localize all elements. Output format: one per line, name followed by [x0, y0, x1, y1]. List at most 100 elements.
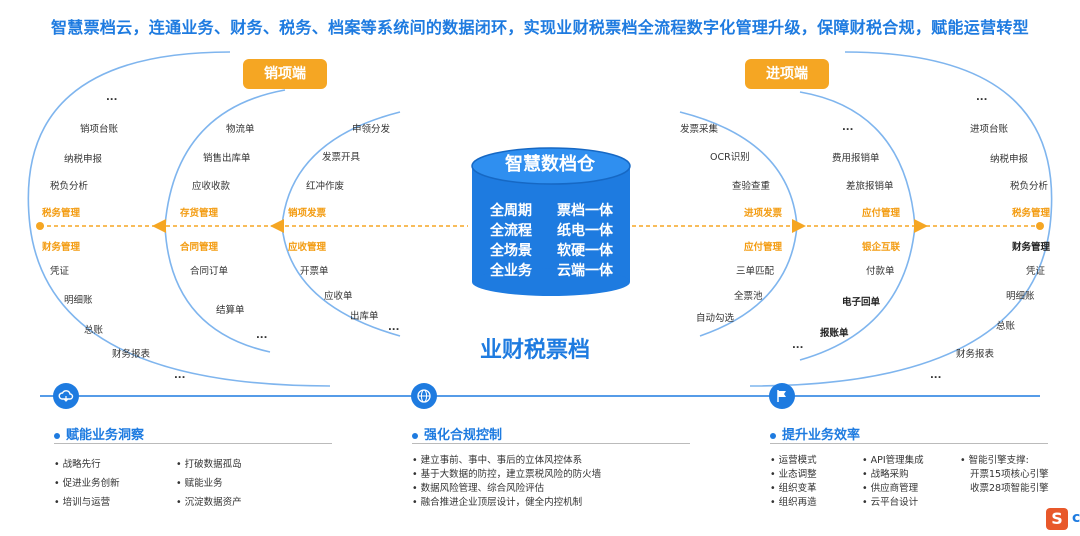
cylinder-title: 智慧数档仓	[505, 154, 595, 175]
section-2-item: 数据风险管理、综合风险评估	[412, 480, 545, 494]
flag-icon	[769, 383, 795, 409]
right-inner-lower-hl: 应付管理	[744, 242, 783, 253]
left-outer-item2: 总账	[84, 325, 104, 336]
left-inner-upper-hl: 销项发票	[288, 208, 327, 219]
left-outer-upper-hl: 税务管理	[42, 208, 81, 219]
sogou-logo: S	[1046, 508, 1068, 530]
left-inner-arc	[281, 111, 401, 337]
left-outer-item: 销项台账	[80, 124, 119, 135]
cyl-row-3-b: 软硬一体	[557, 243, 613, 259]
sales-side-tag: 销项端	[243, 59, 327, 89]
right-middle-item2: 报账单	[820, 328, 849, 339]
section-1-divider	[54, 443, 332, 444]
cyl-row-2-b: 纸电一体	[557, 223, 613, 239]
section-3-divider	[770, 443, 1048, 444]
cyl-row-2-a: 全流程	[490, 223, 532, 239]
section-2-title: 强化合规控制	[412, 424, 502, 443]
right-inner-item: OCR识别	[710, 152, 750, 163]
right-outer-item: 进项台账	[970, 124, 1009, 135]
left-inner-item2: 开票单	[300, 266, 329, 277]
right-middle-dots-bottom: ...	[792, 340, 804, 351]
right-inner-item: 发票采集	[680, 124, 719, 135]
right-outer-item: 纳税申报	[990, 154, 1029, 165]
left-middle-item2: 合同订单	[190, 266, 229, 277]
right-outer-dots-bottom: ...	[930, 370, 942, 381]
right-inner-item2: 三单匹配	[736, 266, 775, 277]
section-1-item: 打破数据孤岛	[176, 456, 242, 470]
right-middle-item2: 电子回单	[842, 297, 881, 308]
right-outer-arc	[749, 51, 1053, 387]
right-middle-item: 差旅报销单	[846, 181, 894, 192]
section-3-item: API管理集成	[862, 452, 924, 466]
left-outer-lower-hl: 财务管理	[42, 242, 81, 253]
section-3-item: 战略采购	[862, 466, 909, 480]
section-1-item: 战略先行	[54, 456, 101, 470]
right-inner-item: 查验查重	[732, 181, 771, 192]
section-2-item: 基于大数据的防控，建立票税风险的防火墙	[412, 466, 602, 480]
right-inner-item2: 全票池	[734, 291, 763, 302]
section-2-item: 融合推进企业顶层设计，健全内控机制	[412, 494, 583, 508]
section-3-engine-item: 开票15项核心引擎	[970, 469, 1049, 480]
globe-settings-icon	[411, 383, 437, 409]
center-label: 业财税票档	[480, 338, 591, 363]
left-inner-lower-hl: 应收管理	[288, 242, 327, 253]
right-outer-item: 税负分析	[1010, 181, 1049, 192]
section-3-item: 业态调整	[770, 466, 817, 480]
right-outer-item2: 凭证	[1026, 266, 1046, 277]
left-outer-item2: 凭证	[50, 266, 70, 277]
left-outer-arc	[27, 51, 331, 387]
section-3-item: 供应商管理	[862, 480, 919, 494]
section-3-item: 运营模式	[770, 452, 817, 466]
left-arrow-1	[152, 219, 166, 233]
logo-fragment: c	[1072, 510, 1080, 526]
right-middle-lower-hl: 银企互联	[862, 242, 901, 253]
left-outer-dots-bottom: ...	[174, 370, 186, 381]
section-2-divider	[412, 443, 690, 444]
section-1-item: 赋能业务	[176, 475, 223, 489]
right-inner-item2: 自动勾选	[696, 313, 735, 324]
left-middle-item: 物流单	[226, 124, 255, 135]
data-warehouse-cylinder	[471, 147, 631, 296]
left-middle-item2: 结算单	[216, 305, 245, 316]
left-outer-item: 纳税申报	[64, 154, 103, 165]
purchase-side-tag: 进项端	[745, 59, 829, 89]
right-outer-dots-top: ...	[976, 92, 988, 103]
right-outer-item2: 总账	[996, 321, 1016, 332]
left-middle-dots-bottom: ...	[256, 330, 268, 341]
right-outer-upper-hl: 税务管理	[1012, 208, 1051, 219]
left-outer-item2: 财务报表	[112, 349, 151, 360]
left-flow-end-dot	[36, 222, 44, 230]
cyl-row-4-b: 云端一体	[557, 263, 613, 279]
left-inner-item2: 应收单	[324, 291, 353, 302]
section-3-title: 提升业务效率	[770, 424, 860, 443]
left-middle-upper-hl: 存货管理	[180, 208, 219, 219]
right-middle-item2: 付款单	[866, 266, 895, 277]
right-outer-item2: 明细账	[1006, 291, 1035, 302]
section-3-item: 组织再造	[770, 494, 817, 508]
section-3-engine-item: 收票28项智能引擎	[970, 483, 1049, 494]
section-3-item: 云平台设计	[862, 494, 919, 508]
right-inner-arc	[679, 111, 798, 337]
left-middle-item: 销售出库单	[203, 153, 251, 164]
left-middle-item: 应收收款	[192, 181, 231, 192]
right-flow-end-dot	[1036, 222, 1044, 230]
cyl-row-3-a: 全场景	[490, 243, 532, 259]
right-middle-upper-hl: 应付管理	[862, 208, 901, 219]
headline: 智慧票档云，连通业务、财务、税务、档案等系统间的数据闭环，实现业财税票档全流程数…	[50, 18, 1029, 37]
right-outer-lower-hl: 财务管理	[1012, 242, 1051, 253]
cyl-row-4-a: 全业务	[490, 263, 532, 279]
left-inner-item2: 出库单	[350, 311, 379, 322]
cyl-row-1-b: 票档一体	[557, 203, 613, 219]
left-middle-lower-hl: 合同管理	[180, 242, 219, 253]
right-arrow-1	[792, 219, 806, 233]
section-3-item: 组织变革	[770, 480, 817, 494]
left-inner-item: 红冲作废	[306, 181, 345, 192]
section-1-item: 培训与运营	[54, 494, 111, 508]
left-inner-item: 发票开具	[322, 152, 361, 163]
right-middle-dots-top: ...	[842, 122, 854, 133]
right-outer-item2: 财务报表	[956, 349, 995, 360]
left-arrow-2	[270, 219, 284, 233]
section-2-item: 建立事前、事中、事后的立体风控体系	[412, 452, 583, 466]
left-outer-item2: 明细账	[64, 295, 93, 306]
